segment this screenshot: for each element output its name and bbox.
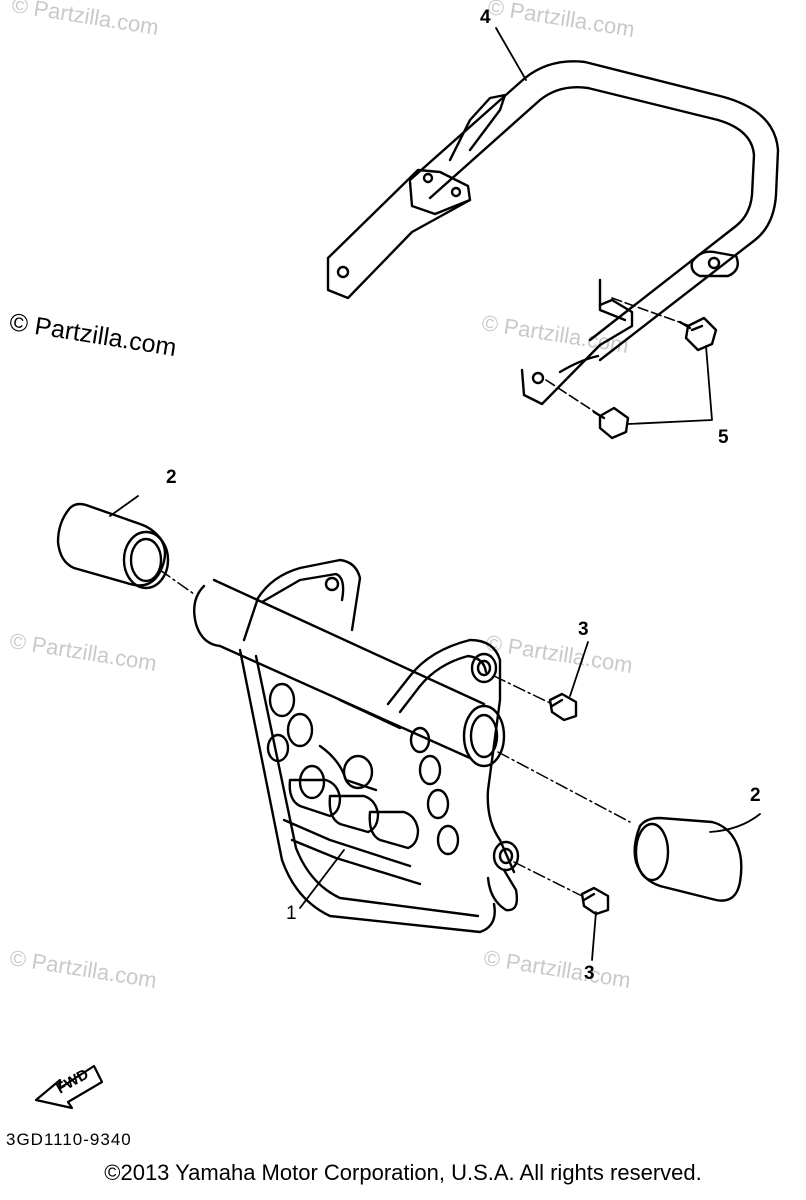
bumper-part-1 (193, 558, 520, 934)
callout-part-3-lower: 3 (584, 963, 595, 984)
callout-part-2-left: 2 (166, 467, 177, 488)
copyright-notice: ©2013 Yamaha Motor Corporation, U.S.A. A… (104, 1160, 702, 1185)
callout-part-4: 4 (480, 7, 491, 28)
end-cap-part-2-left (56, 502, 170, 590)
bolt-part-3-lower (580, 886, 610, 916)
end-cap-part-2-right (633, 816, 743, 902)
callout-part-3-upper: 3 (578, 619, 589, 640)
callout-part-1: 1 (286, 903, 297, 924)
bolt-part-5-upper (678, 316, 718, 352)
fwd-arrow-icon: FWD (34, 1064, 104, 1110)
bolt-part-3-upper (548, 692, 578, 722)
grab-bar-part-4 (326, 60, 780, 406)
callout-part-5: 5 (718, 427, 729, 448)
bolt-part-5-lower (592, 406, 630, 440)
diagram-code: 3GD1110-9340 (6, 1130, 132, 1149)
callout-part-2-right: 2 (750, 785, 761, 806)
